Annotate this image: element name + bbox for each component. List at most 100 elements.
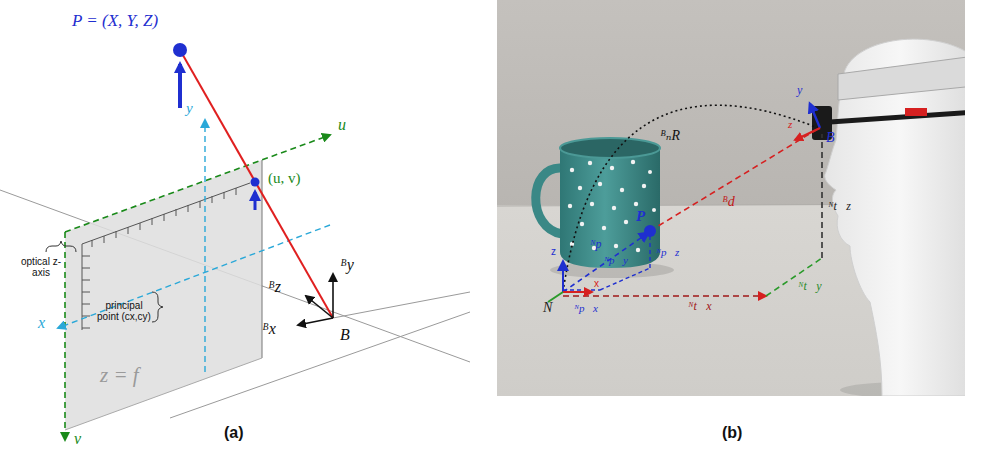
plane-edge bbox=[65, 358, 262, 430]
pixel-ruler bbox=[82, 328, 90, 329]
axis-label: ᴮz bbox=[268, 278, 281, 296]
photo bbox=[497, 0, 965, 396]
world-point bbox=[173, 43, 187, 57]
axis-label: z bbox=[788, 118, 792, 130]
world-frame bbox=[563, 291, 592, 293]
pixel-ruler bbox=[82, 183, 250, 244]
pixel-height-arrow bbox=[254, 192, 257, 210]
frame-label: N bbox=[543, 300, 552, 315]
rotation-label: ᴮₙR⃗ bbox=[660, 128, 691, 143]
pixel-ruler bbox=[82, 316, 90, 317]
point-y-component bbox=[600, 268, 650, 290]
mug-dots bbox=[610, 166, 614, 170]
point-x-component bbox=[563, 289, 600, 290]
vector-label: ᴺt⃗y bbox=[798, 280, 822, 293]
pixel-point bbox=[251, 178, 260, 187]
mug-dots bbox=[634, 202, 638, 206]
point-height-arrow bbox=[178, 64, 182, 108]
mug-dots bbox=[570, 168, 574, 172]
pixel-ruler bbox=[188, 205, 189, 212]
axis-label: v bbox=[74, 430, 81, 448]
mug-handle bbox=[536, 168, 562, 234]
pixel-ruler bbox=[176, 209, 177, 216]
mug-dots bbox=[636, 248, 640, 252]
pinhole-model bbox=[0, 43, 470, 440]
pixel-ruler bbox=[224, 192, 225, 199]
projection-ray bbox=[180, 50, 333, 318]
point-z-component bbox=[649, 236, 650, 268]
mug-dots bbox=[648, 170, 652, 174]
mug-dots bbox=[652, 208, 656, 212]
mug-dots bbox=[620, 188, 624, 192]
pixel-ruler bbox=[116, 231, 117, 238]
pixel-ruler bbox=[152, 218, 153, 225]
pixel-ruler bbox=[200, 201, 201, 208]
mug-dots bbox=[580, 222, 584, 226]
pixel-label: (u, v) bbox=[268, 170, 301, 187]
mug-dots bbox=[588, 161, 592, 165]
axis-label: z bbox=[551, 246, 556, 257]
head-frame bbox=[795, 128, 820, 140]
mug-dots bbox=[612, 206, 616, 210]
frame-label: B bbox=[826, 130, 835, 145]
mug-dots bbox=[631, 160, 635, 164]
point-label: P bbox=[636, 208, 645, 225]
pixel-ruler bbox=[104, 236, 105, 243]
image-plane bbox=[65, 160, 262, 430]
pixel-ruler bbox=[82, 304, 90, 305]
pixel-ruler bbox=[128, 227, 129, 234]
axis-label: x bbox=[38, 314, 45, 332]
mug-dots bbox=[590, 202, 594, 206]
frame-label: B bbox=[340, 326, 350, 344]
translation-x bbox=[563, 295, 766, 297]
head-frame bbox=[795, 104, 820, 140]
pixel-ruler bbox=[82, 256, 90, 257]
camera-frame bbox=[298, 318, 333, 325]
mug-dots bbox=[602, 226, 606, 230]
mug-dots bbox=[578, 186, 582, 190]
pixel-ruler bbox=[236, 188, 237, 195]
vector-label: ᴺp⃗x bbox=[574, 302, 598, 314]
axis-label: ᴮy bbox=[340, 256, 354, 274]
direction-vector bbox=[650, 130, 816, 231]
brace bbox=[152, 292, 163, 322]
note-label: principal point (cx,cy) bbox=[96, 300, 152, 322]
head-frame bbox=[810, 104, 820, 128]
glasses-arm bbox=[830, 112, 965, 122]
camera-frame bbox=[298, 274, 333, 325]
mug-dots bbox=[598, 182, 602, 186]
mug-rim bbox=[560, 138, 660, 158]
image-y-axis bbox=[204, 120, 205, 372]
camera-frame bbox=[306, 296, 333, 318]
pixel-ruler bbox=[164, 214, 165, 221]
v-axis bbox=[64, 232, 66, 440]
rotation-arc bbox=[563, 105, 818, 292]
pixel-ruler bbox=[82, 244, 83, 330]
panel-label: (b) bbox=[722, 424, 742, 442]
vector-label: ᴺp⃗z bbox=[656, 246, 679, 258]
note-label: optical z-axis bbox=[16, 256, 66, 278]
point-vector bbox=[563, 233, 648, 292]
pixel-ruler bbox=[212, 196, 213, 203]
object-point bbox=[644, 225, 656, 237]
glasses-part bbox=[905, 108, 927, 116]
pixel-ruler bbox=[140, 223, 141, 230]
world-frame bbox=[548, 262, 592, 302]
mug-dots bbox=[568, 160, 656, 252]
axis-label: y bbox=[797, 84, 802, 97]
axis-label: u bbox=[338, 116, 346, 134]
pixel-ruler bbox=[82, 280, 90, 281]
mug-dots bbox=[624, 220, 628, 224]
axis-label: y bbox=[186, 100, 193, 117]
guide-line bbox=[333, 292, 470, 318]
mug-dots bbox=[614, 244, 618, 248]
mug-body bbox=[560, 148, 660, 268]
mug-dots bbox=[642, 184, 646, 188]
panel-label: (a) bbox=[224, 424, 244, 442]
vector-label: ᴺp⃗y bbox=[604, 254, 628, 266]
vector-label: ᴺp⃗ bbox=[590, 238, 611, 251]
pixel-ruler bbox=[82, 292, 90, 293]
camera-frame bbox=[332, 274, 334, 318]
